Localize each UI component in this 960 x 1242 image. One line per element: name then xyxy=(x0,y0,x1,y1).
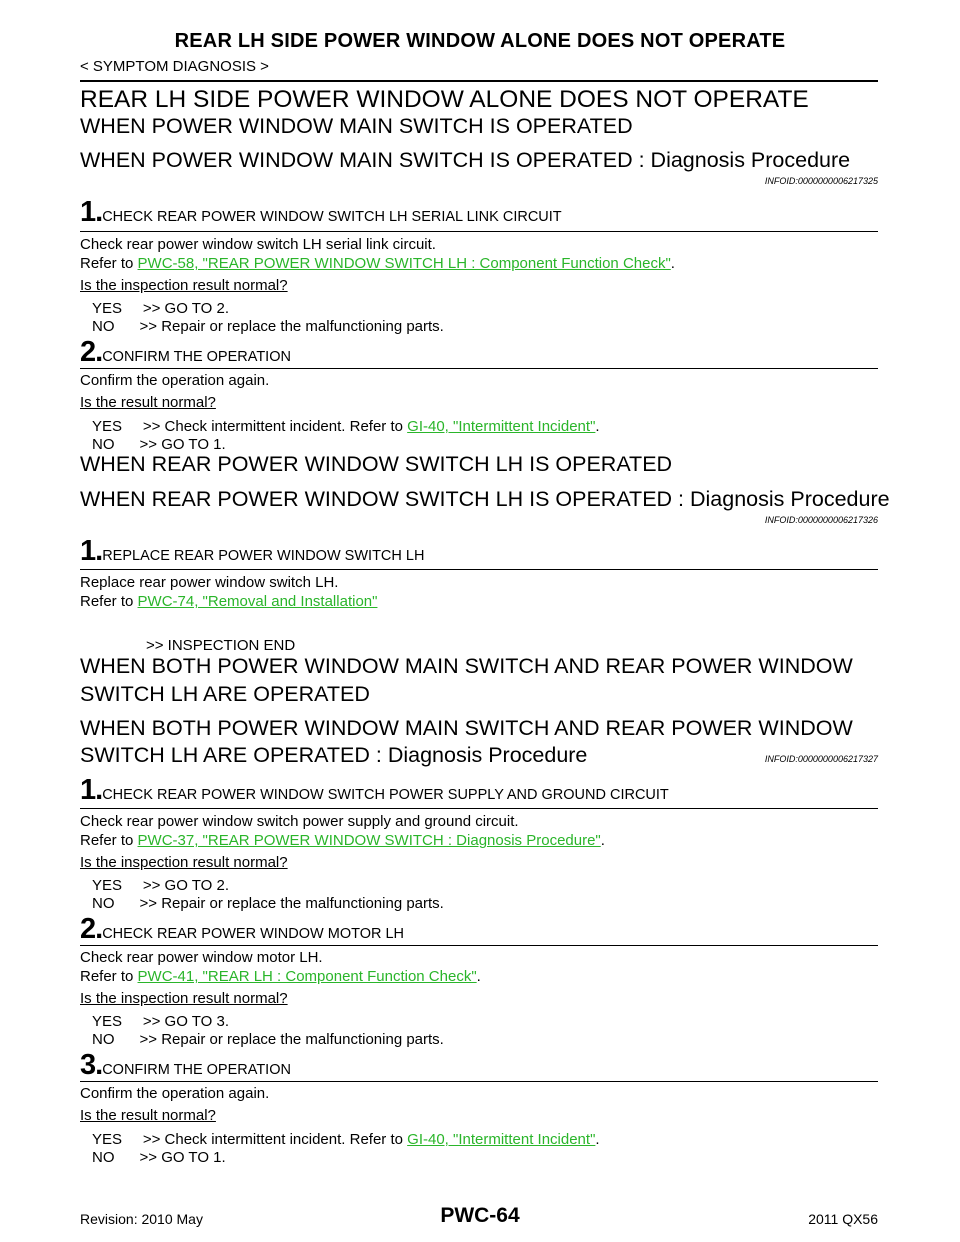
step-title: 1.REPLACE REAR POWER WINDOW SWITCH LH xyxy=(80,535,424,568)
yes-result: YES >> GO TO 2. xyxy=(92,300,230,317)
refer-label: Refer to xyxy=(80,968,138,985)
step-text: Confirm the operation again. xyxy=(80,1085,270,1102)
yes-result: YES >> GO TO 2. xyxy=(92,877,230,894)
step-divider xyxy=(80,231,878,232)
refer-label: Refer to xyxy=(80,593,138,610)
refer-line: Refer to PWC-74, "Removal and Installati… xyxy=(80,593,377,610)
step-title-text: CHECK REAR POWER WINDOW SWITCH LH SERIAL… xyxy=(102,209,562,225)
step-divider xyxy=(80,368,878,369)
yes-result: YES >> Check intermittent incident. Refe… xyxy=(92,418,600,435)
refer-end: . xyxy=(595,1131,600,1148)
subsection-heading-line2: SWITCH LH ARE OPERATED : Diagnosis Proce… xyxy=(80,743,588,767)
step-title-text: CHECK REAR POWER WINDOW MOTOR LH xyxy=(102,926,405,942)
section-heading-line2: SWITCH LH ARE OPERATED xyxy=(80,682,370,706)
step-title-text: CHECK REAR POWER WINDOW SWITCH POWER SUP… xyxy=(102,787,669,803)
info-id: INFOID:0000000006217325 xyxy=(764,176,878,186)
page-header-title: REAR LH SIDE POWER WINDOW ALONE DOES NOT… xyxy=(174,30,786,52)
inspection-question: Is the result normal? xyxy=(80,1107,216,1124)
yes-result: YES >> Check intermittent incident. Refe… xyxy=(92,1131,600,1148)
header-divider xyxy=(80,80,878,82)
refer-end: . xyxy=(600,832,605,849)
section-heading-line1: WHEN BOTH POWER WINDOW MAIN SWITCH AND R… xyxy=(80,654,853,678)
footer-page-number: PWC-64 xyxy=(440,1204,520,1227)
step-text: Replace rear power window switch LH. xyxy=(80,574,339,591)
inspection-question: Is the inspection result normal? xyxy=(80,854,288,871)
step-divider xyxy=(80,569,878,570)
step-title: 1.CHECK REAR POWER WINDOW SWITCH LH SERI… xyxy=(80,196,562,229)
step-title: 1.CHECK REAR POWER WINDOW SWITCH POWER S… xyxy=(80,774,669,807)
step-number: 2. xyxy=(80,336,103,368)
step-title-text: CONFIRM THE OPERATION xyxy=(102,349,291,365)
reference-link[interactable]: PWC-37, "REAR POWER WINDOW SWITCH : Diag… xyxy=(137,832,601,849)
refer-line: Refer to PWC-58, "REAR POWER WINDOW SWIT… xyxy=(80,255,675,272)
step-title-text: REPLACE REAR POWER WINDOW SWITCH LH xyxy=(102,548,425,564)
yes-label: YES >> Check intermittent incident. Refe… xyxy=(92,418,408,435)
section-heading: WHEN REAR POWER WINDOW SWITCH LH IS OPER… xyxy=(80,452,673,476)
no-result: NO >> Repair or replace the malfunctioni… xyxy=(92,1031,444,1048)
yes-result: YES >> GO TO 3. xyxy=(92,1013,230,1030)
step-title-text: CONFIRM THE OPERATION xyxy=(102,1062,291,1078)
step-number: 1. xyxy=(80,535,103,567)
step-number: 2. xyxy=(80,913,103,945)
step-number: 1. xyxy=(80,196,103,228)
refer-label: Refer to xyxy=(80,832,138,849)
refer-end: . xyxy=(595,418,600,435)
reference-link[interactable]: PWC-74, "Removal and Installation" xyxy=(137,593,378,610)
subsection-heading: WHEN POWER WINDOW MAIN SWITCH IS OPERATE… xyxy=(80,148,851,172)
reference-link[interactable]: PWC-58, "REAR POWER WINDOW SWITCH LH : C… xyxy=(137,255,671,272)
step-title: 3.CONFIRM THE OPERATION xyxy=(80,1049,291,1082)
yes-label: YES >> Check intermittent incident. Refe… xyxy=(92,1131,408,1148)
step-text: Check rear power window motor LH. xyxy=(80,949,323,966)
reference-link[interactable]: GI-40, "Intermittent Incident" xyxy=(407,418,596,435)
no-result: NO >> GO TO 1. xyxy=(92,436,226,453)
info-id: INFOID:0000000006217327 xyxy=(764,754,878,764)
step-divider xyxy=(80,1081,878,1082)
no-result: NO >> Repair or replace the malfunctioni… xyxy=(92,895,444,912)
step-divider xyxy=(80,808,878,809)
inspection-question: Is the inspection result normal? xyxy=(80,990,288,1007)
step-number: 1. xyxy=(80,774,103,806)
step-text: Confirm the operation again. xyxy=(80,372,270,389)
footer-model: 2011 QX56 xyxy=(808,1211,878,1227)
footer-revision: Revision: 2010 May xyxy=(80,1211,203,1227)
step-divider xyxy=(80,945,878,946)
step-title: 2.CONFIRM THE OPERATION xyxy=(80,336,291,369)
step-text: Check rear power window switch LH serial… xyxy=(80,236,436,253)
breadcrumb: < SYMPTOM DIAGNOSIS > xyxy=(80,58,269,75)
refer-end: . xyxy=(670,255,675,272)
result-text: >> INSPECTION END xyxy=(146,637,296,654)
info-id: INFOID:0000000006217326 xyxy=(764,515,878,525)
inspection-question: Is the result normal? xyxy=(80,394,216,411)
refer-line: Refer to PWC-37, "REAR POWER WINDOW SWIT… xyxy=(80,832,605,849)
subsection-heading-line1: WHEN BOTH POWER WINDOW MAIN SWITCH AND R… xyxy=(80,716,853,740)
step-number: 3. xyxy=(80,1049,103,1081)
reference-link[interactable]: PWC-41, "REAR LH : Component Function Ch… xyxy=(137,968,477,985)
refer-label: Refer to xyxy=(80,255,138,272)
no-result: NO >> GO TO 1. xyxy=(92,1149,226,1166)
step-title: 2.CHECK REAR POWER WINDOW MOTOR LH xyxy=(80,913,404,946)
main-title: REAR LH SIDE POWER WINDOW ALONE DOES NOT… xyxy=(80,86,809,113)
step-text: Check rear power window switch power sup… xyxy=(80,813,519,830)
section-heading: WHEN POWER WINDOW MAIN SWITCH IS OPERATE… xyxy=(80,114,633,138)
reference-link[interactable]: GI-40, "Intermittent Incident" xyxy=(407,1131,596,1148)
inspection-question: Is the inspection result normal? xyxy=(80,277,288,294)
refer-end: . xyxy=(476,968,481,985)
no-result: NO >> Repair or replace the malfunctioni… xyxy=(92,318,444,335)
subsection-heading: WHEN REAR POWER WINDOW SWITCH LH IS OPER… xyxy=(80,487,890,511)
refer-line: Refer to PWC-41, "REAR LH : Component Fu… xyxy=(80,968,481,985)
